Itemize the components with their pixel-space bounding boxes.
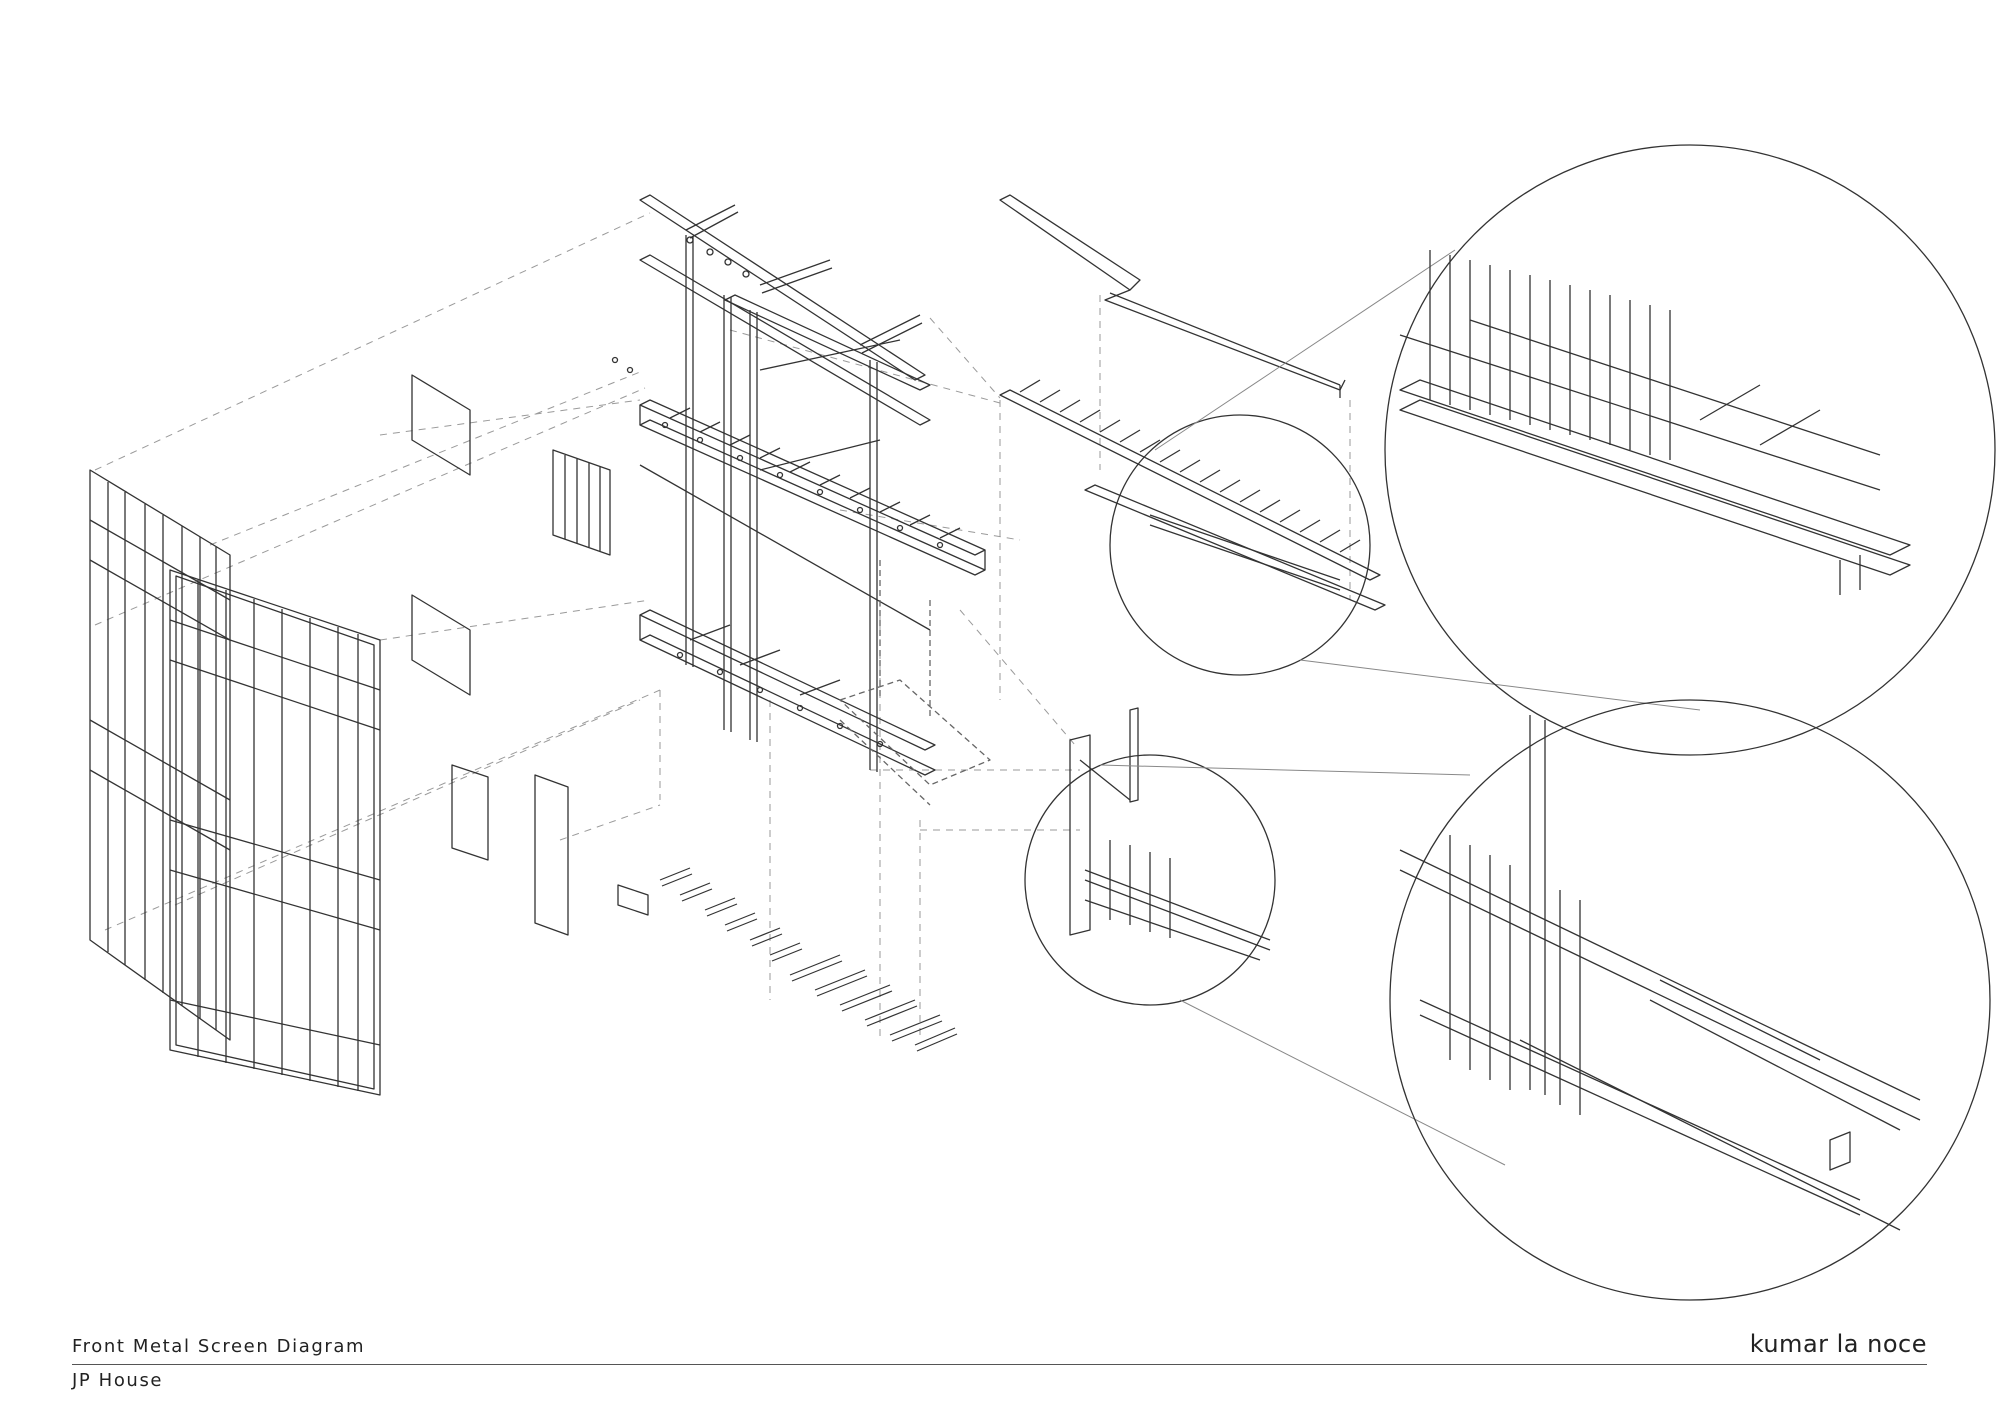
loose-bars	[659, 867, 958, 1052]
detail-callout-circle-lower	[1024, 754, 1276, 1006]
perforated-panels	[451, 764, 649, 936]
title-rule	[72, 1364, 1927, 1365]
front-mesh-screen-back-panel	[89, 469, 231, 1041]
projection-lines	[94, 212, 1351, 1040]
project-name: JP House	[72, 1370, 164, 1391]
stair-stringer	[999, 194, 1386, 611]
infill-panels	[411, 374, 611, 696]
detail-enlargement-balustrade-base	[1389, 699, 1991, 1301]
detail-callout-circle-upper	[1109, 414, 1371, 676]
detail-enlargement-stair-tread	[1384, 144, 1996, 756]
front-mesh-screen-front-panel	[169, 569, 381, 1096]
central-steel-frame	[611, 194, 991, 806]
callout-leader-lines	[1099, 249, 1701, 1166]
drawing-title: Front Metal Screen Diagram	[72, 1336, 366, 1357]
title-block: Front Metal Screen Diagram JP House kuma…	[72, 1330, 1927, 1396]
studio-logo-text: kumar la noce	[1749, 1330, 1927, 1358]
balustrade-frame-fragment	[1069, 707, 1271, 961]
